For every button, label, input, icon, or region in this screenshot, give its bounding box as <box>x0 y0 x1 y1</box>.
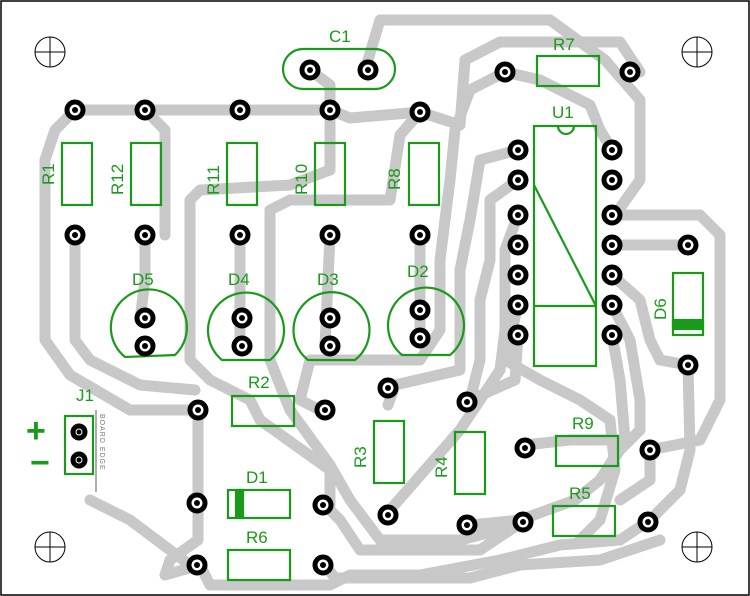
j1-label: J1 <box>76 386 94 405</box>
r9-label: R9 <box>572 414 594 433</box>
r9-body <box>554 434 620 468</box>
silkscreen <box>60 47 705 582</box>
mounting-hole <box>34 36 66 68</box>
r10-body <box>313 141 347 207</box>
r4-label: R4 <box>432 456 451 478</box>
j1-body <box>63 414 95 476</box>
r2-body <box>230 394 296 428</box>
r10-label: R10 <box>292 164 311 195</box>
d1-label: D1 <box>246 468 268 487</box>
r1-label: R1 <box>39 163 58 185</box>
d5-outline <box>109 288 188 359</box>
r11-label: R11 <box>204 165 223 195</box>
mounting-holes <box>34 36 713 563</box>
u1-label: U1 <box>552 103 574 122</box>
r5-body <box>551 504 617 538</box>
u1-notch <box>556 125 576 136</box>
r4-body <box>453 430 487 496</box>
d1-body <box>226 488 292 520</box>
board-edge-label: BOARD EDGE <box>98 414 105 471</box>
r1-body <box>60 141 94 207</box>
d1-band <box>234 488 245 520</box>
c1-outline <box>281 47 397 91</box>
u1-body <box>532 124 598 368</box>
r3-body <box>372 419 406 485</box>
r7-label: R7 <box>553 35 575 54</box>
minus-symbol: − <box>30 444 50 482</box>
d6-label: D6 <box>651 298 670 320</box>
mounting-hole <box>681 531 713 563</box>
d6-band <box>671 318 705 331</box>
mounting-hole <box>34 531 66 563</box>
r8-body <box>407 141 441 207</box>
d2-label: D2 <box>407 262 429 281</box>
d4-label: D4 <box>228 270 250 289</box>
r5-label: R5 <box>569 484 591 503</box>
r12-label: R12 <box>108 164 127 195</box>
c1-label: C1 <box>329 27 351 46</box>
r6-label: R6 <box>246 528 268 547</box>
mounting-hole <box>681 36 713 68</box>
d3-outline <box>292 291 371 362</box>
r7-body <box>535 54 601 88</box>
r2-label: R2 <box>248 373 270 392</box>
r6-body <box>226 548 292 582</box>
r12-body <box>129 141 163 207</box>
r11-body <box>225 141 259 207</box>
d6-body <box>671 271 705 337</box>
plus-symbol: + <box>26 412 46 450</box>
r3-label: R3 <box>351 446 370 468</box>
r8-label: R8 <box>385 168 404 190</box>
d4-outline <box>206 291 286 362</box>
d5-label: D5 <box>132 270 154 289</box>
pads <box>64 59 699 576</box>
d3-label: D3 <box>317 270 339 289</box>
d2-outline <box>386 286 466 357</box>
